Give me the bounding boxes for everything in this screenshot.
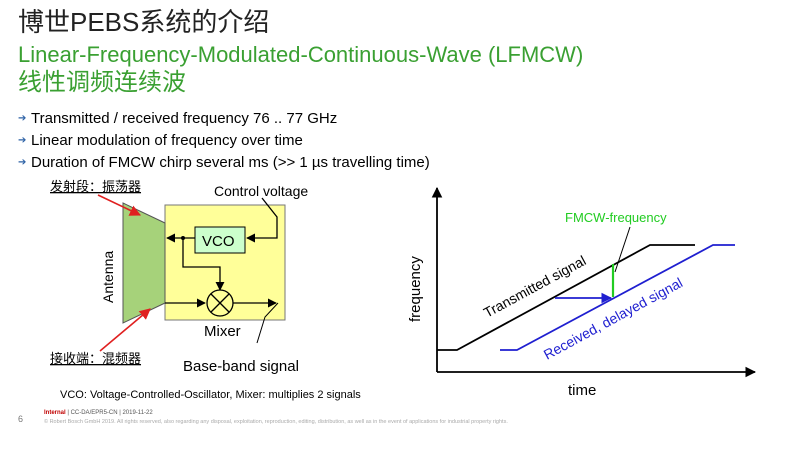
tx-cn-label: 发射段：振荡器: [50, 179, 141, 194]
footer-copyright: © Robert Bosch GmbH 2019. All rights res…: [44, 419, 508, 425]
x-axis-label: time: [568, 382, 596, 399]
arrow-right-icon: ➔: [18, 113, 27, 124]
slide-title: 博世PEBS系统的介绍: [18, 7, 270, 37]
arrow-right-icon: ➔: [18, 157, 27, 168]
antenna-shape: [122, 202, 166, 324]
bullet-list: ➔ Transmitted / received frequency 76 .. …: [18, 108, 430, 174]
slide-subtitle: Linear-Frequency-Modulated-Continuous-Wa…: [18, 42, 584, 67]
bullet-text: Linear modulation of frequency over time: [31, 132, 303, 149]
baseband-label: Base-band signal: [183, 358, 299, 375]
bullet-item: ➔ Linear modulation of frequency over tim…: [18, 130, 430, 152]
slide-subtitle-cn: 线性调频连续波: [18, 69, 186, 96]
y-axis-label: frequency: [407, 256, 424, 322]
vco-to-mixer-line: [182, 238, 225, 291]
radar-block-diagram: Antenna VCO Control voltage Mixer Base-b…: [50, 179, 361, 401]
footer-meta: Internal | CC-DA/EPR5-CN | 2019-11-22: [44, 410, 153, 416]
bullet-text: Transmitted / received frequency 76 .. 7…: [31, 110, 338, 127]
received-signal-line: [500, 244, 735, 351]
mixer-icon: [206, 289, 234, 317]
mixer-label: Mixer: [204, 323, 241, 340]
rx-cn-label: 接收端：混频器: [50, 351, 141, 366]
rx-red-arrow: [99, 308, 151, 352]
transmitted-signal-line: [437, 244, 695, 351]
internal-badge: Internal: [44, 410, 66, 416]
tx-red-arrow: [97, 194, 142, 216]
fmcw-frequency-chart: frequency time FMCW-frequency Transmitte…: [407, 186, 757, 399]
bullet-text: Duration of FMCW chirp several ms (>> 1 …: [31, 154, 430, 171]
vco-label: VCO: [202, 233, 235, 250]
bullet-item: ➔ Transmitted / received frequency 76 .. …: [18, 108, 430, 130]
fmcw-label: FMCW-frequency: [565, 210, 667, 225]
control-voltage-arrow: [246, 197, 278, 243]
diagram-caption: VCO: Voltage-Controlled-Oscillator, Mixe…: [60, 389, 361, 401]
bullet-item: ➔ Duration of FMCW chirp several ms (>> 1…: [18, 152, 430, 174]
vco-block: [194, 226, 246, 254]
baseband-arrow: [256, 302, 279, 344]
page-number: 6: [18, 414, 24, 424]
control-voltage-label: Control voltage: [214, 183, 308, 199]
arrow-right-icon: ➔: [18, 135, 27, 146]
antenna-label: Antenna: [100, 251, 116, 303]
footer-meta-text: | CC-DA/EPR5-CN | 2019-11-22: [65, 410, 153, 416]
fmcw-pointer-line: [614, 226, 631, 273]
